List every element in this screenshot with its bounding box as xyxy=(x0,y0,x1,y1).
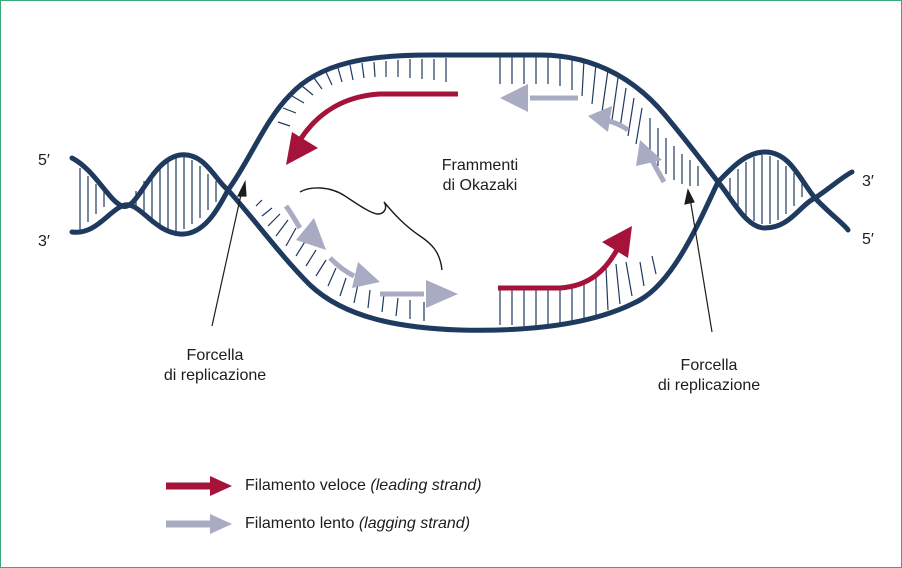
fork-right-label-line2: di replicazione xyxy=(634,376,784,396)
lower-bubble-rungs xyxy=(256,200,656,326)
okazaki-label-line1: Frammenti xyxy=(420,156,540,176)
legend-lagging-arrow xyxy=(166,514,232,534)
legend-leading: Filamento veloce (leading strand) xyxy=(245,476,482,496)
legend-lagging-italic: (lagging strand) xyxy=(359,515,470,532)
fork-right-label: Forcella di replicazione xyxy=(634,356,784,396)
legend-leading-label: Filamento veloce xyxy=(245,477,366,494)
fork-left-label-line2: di replicazione xyxy=(140,366,290,386)
fork-left-label: Forcella di replicazione xyxy=(140,346,290,386)
lagging-fragments xyxy=(286,84,664,308)
okazaki-label: Frammenti di Okazaki xyxy=(420,156,540,196)
left-top-end-label: 5′ xyxy=(38,151,50,171)
okazaki-label-line2: di Okazaki xyxy=(420,176,540,196)
right-top-end-label: 3′ xyxy=(862,172,874,192)
leading-strand-upper xyxy=(286,94,458,165)
okazaki-brace xyxy=(300,188,442,270)
fork-right-label-line1: Forcella xyxy=(634,356,784,376)
legend-lagging-label: Filamento lento xyxy=(245,515,354,532)
right-bottom-end-label: 5′ xyxy=(862,230,874,250)
leading-strand-lower xyxy=(498,226,632,288)
legend-leading-italic: (leading strand) xyxy=(370,477,481,494)
legend-leading-arrow xyxy=(166,476,232,496)
fork-left-label-line1: Forcella xyxy=(140,346,290,366)
left-bottom-end-label: 3′ xyxy=(38,232,50,252)
legend-lagging: Filamento lento (lagging strand) xyxy=(245,514,470,534)
